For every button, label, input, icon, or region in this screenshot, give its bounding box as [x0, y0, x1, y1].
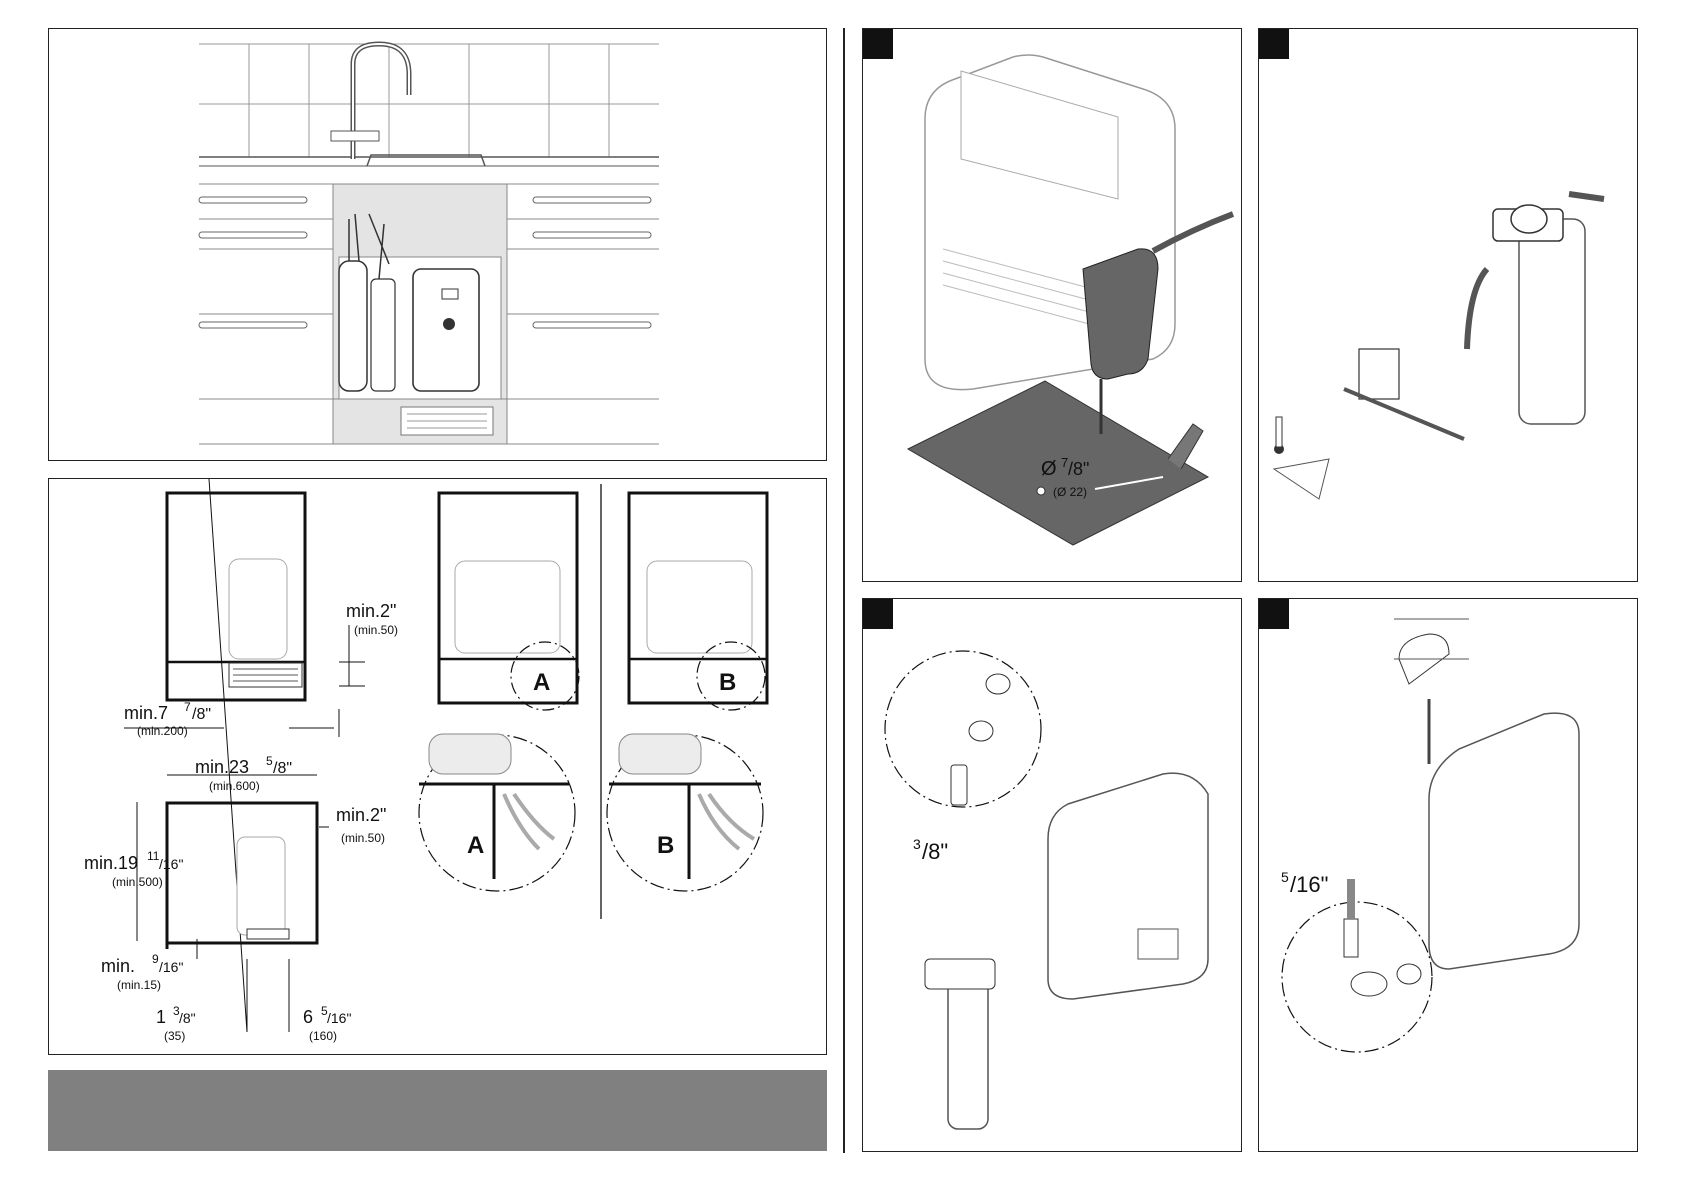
drill-illustration: Ø 7 /8" (Ø 22) — [863, 29, 1242, 582]
dim-min-600: (min.600) — [209, 779, 260, 793]
hose-connection-illustration: 5 /16" — [1259, 599, 1638, 1152]
water-connection-illustration — [1259, 29, 1638, 582]
dim-min-7-den: /8" — [192, 706, 211, 723]
connect-pipe-num: 3 — [913, 836, 921, 852]
dim-6-516: 6 — [303, 1007, 313, 1027]
detail-label-b-small: B — [719, 669, 736, 696]
drill-diameter-den: /8" — [1068, 459, 1089, 479]
drill-step-panel: Ø 7 /8" (Ø 22) — [862, 28, 1242, 582]
page-divider — [843, 28, 845, 1153]
filter-connection-illustration: 3 /8" — [863, 599, 1242, 1152]
connect-pipe-den: /8" — [922, 839, 948, 864]
hose-pipe-num: 5 — [1281, 869, 1289, 885]
dim-35: (35) — [164, 1029, 185, 1043]
drill-diameter-mm: (Ø 22) — [1053, 485, 1087, 499]
detail-label-a-small: A — [533, 669, 550, 696]
detail-label-b-large: B — [657, 832, 674, 859]
dim-min-9-den: /16" — [159, 959, 183, 975]
dim-min-19-num: 11 — [147, 849, 160, 863]
water-connection-panel — [1258, 28, 1638, 582]
kitchen-illustration — [49, 29, 827, 461]
dim-6-516-den: /16" — [327, 1010, 351, 1026]
dim-min-7-num: 7 — [184, 700, 191, 714]
dim-min-7: min.7 — [124, 703, 168, 723]
dim-min-2-side: min.2" — [336, 805, 386, 825]
dim-min-2-top: min.2" — [346, 601, 396, 621]
dim-min-50-side: (min.50) — [341, 831, 385, 845]
hose-pipe-den: /16" — [1290, 872, 1328, 897]
dim-min-9-num: 9 — [152, 952, 159, 966]
dim-min-23-num: 5 — [266, 754, 273, 768]
dim-1-38: 1 — [156, 1007, 166, 1027]
dimensions-panel: min.2" (min.50) min.7 7 /8" (min.200) mi… — [48, 478, 827, 1055]
dim-min-19-den: /16" — [159, 856, 183, 872]
dim-min-200: (min.200) — [137, 724, 188, 738]
hose-connection-panel: 5 /16" — [1258, 598, 1638, 1152]
dim-1-38-den: /8" — [179, 1010, 196, 1026]
dim-min-23: min.23 — [195, 757, 249, 777]
dim-min-23-den: /8" — [273, 760, 292, 777]
dim-min-9-16: min. — [101, 956, 135, 976]
drill-diameter-symbol: Ø — [1041, 458, 1057, 480]
kitchen-overview-panel — [48, 28, 827, 461]
detail-label-a-large: A — [467, 832, 484, 859]
dim-min-500: (min.500) — [112, 875, 163, 889]
dim-min-15: (min.15) — [117, 978, 161, 992]
filter-connection-panel: 3 /8" — [862, 598, 1242, 1152]
dim-min-50-top: (min.50) — [354, 623, 398, 637]
dimensions-diagram: min.2" (min.50) min.7 7 /8" (min.200) mi… — [49, 479, 827, 1055]
grey-footer-bar — [48, 1070, 827, 1151]
dim-160: (160) — [309, 1029, 337, 1043]
dim-min-19: min.19 — [84, 853, 138, 873]
